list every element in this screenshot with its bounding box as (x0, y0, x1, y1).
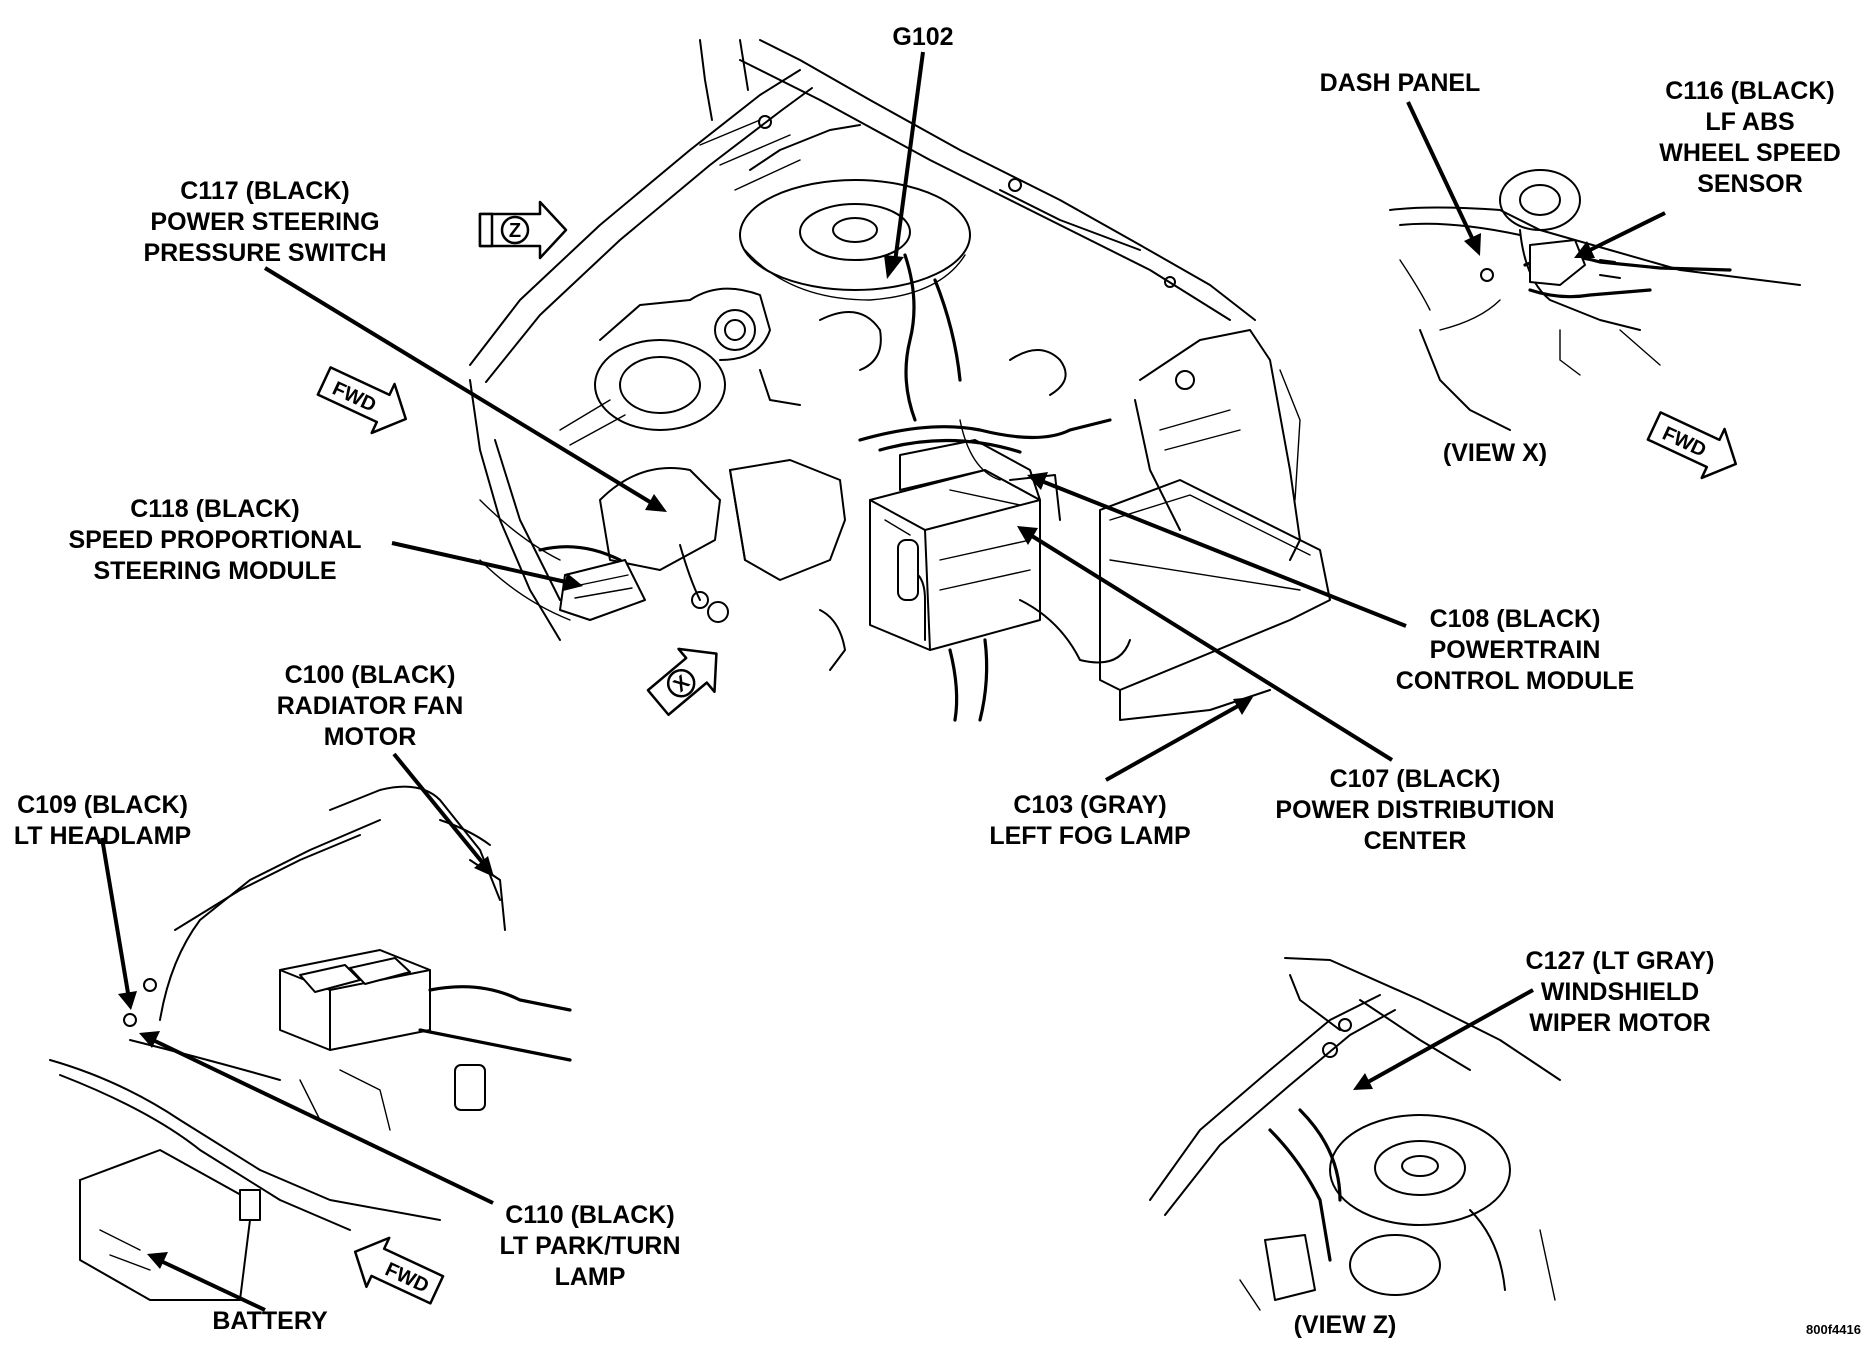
view-z-inset (1149, 957, 1561, 1311)
fwd-arrow-view-x: FWD (1646, 411, 1738, 480)
label-g102: G102 (892, 23, 954, 51)
figure-id: 800f4416 (1806, 1322, 1861, 1337)
view-x-inset (1389, 169, 1801, 431)
label-c103: C103 (GRAY)LEFT FOG LAMP (989, 791, 1191, 850)
label-view-x: (VIEW X) (1442, 439, 1548, 467)
view-x-marker: X (646, 647, 718, 717)
label-dash-panel: DASH PANEL (1319, 69, 1481, 97)
label-c109: C109 (BLACK)LT HEADLAMP (13, 791, 192, 850)
fwd-arrow-main: FWD (316, 366, 408, 435)
main-engine-view (469, 39, 1331, 722)
leader-arrows (100, 51, 1666, 1312)
view-z-marker: Z (478, 200, 568, 260)
label-view-z: (VIEW Z) (1293, 1311, 1397, 1339)
view-z-marker-letter: Z (509, 220, 521, 242)
lower-left-inset (49, 785, 572, 1301)
label-battery: BATTERY (212, 1307, 328, 1335)
fwd-arrow-lower-left: FWD (353, 1236, 445, 1305)
